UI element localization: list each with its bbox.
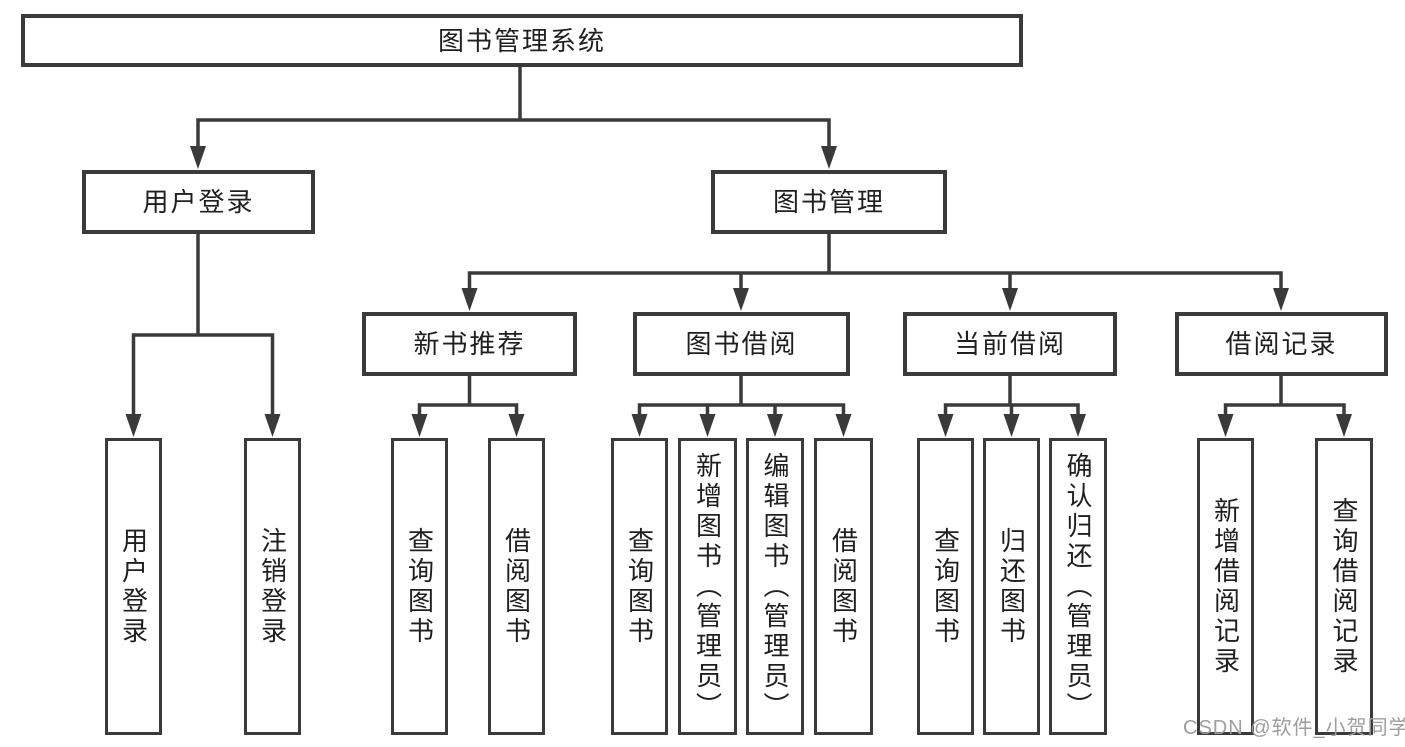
node-book-management: 图书管理: [711, 170, 947, 234]
connector-borrow-records-tree: [1223, 374, 1346, 420]
leaf-label: 注销登录: [257, 526, 288, 647]
node-label: 图书借阅: [685, 329, 798, 359]
leaf-label: 新增借阅记录: [1210, 496, 1241, 677]
node-label: 图书管理: [772, 187, 885, 217]
leaf-label: 借阅图书: [501, 526, 532, 647]
leaf-label: 查询借阅记录: [1329, 496, 1359, 677]
leaf-label: 借阅图书: [828, 526, 859, 647]
leaf-label: 用户登录: [118, 526, 149, 647]
node-current-borrow: 当前借阅: [903, 312, 1117, 376]
leaf-query-books-borrow: 查询图书: [611, 438, 668, 735]
leaf-query-books-recommend: 查询图书: [391, 438, 448, 735]
node-label: 用户登录: [142, 187, 255, 217]
leaf-add-borrow-record: 新增借阅记录: [1197, 438, 1254, 735]
connector-root-to-level2: [196, 65, 831, 152]
leaf-label: 查询图书: [930, 526, 961, 647]
leaf-label: 确认归还（管理员）: [1063, 451, 1093, 722]
leaf-borrow-books: 借阅图书: [814, 438, 873, 735]
connector-new-books-tree: [417, 374, 519, 420]
connector-user-login-tree: [131, 232, 275, 420]
node-new-book-recommend: 新书推荐: [362, 312, 577, 376]
node-library-management-system: 图书管理系统: [21, 14, 1023, 67]
leaf-borrow-books-recommend: 借阅图书: [488, 438, 545, 735]
leaf-confirm-return-admin: 确认归还（管理员）: [1049, 438, 1107, 735]
leaf-label: 查询图书: [404, 526, 435, 647]
leaf-label: 新增图书（管理员）: [692, 451, 723, 722]
leaf-label: 归还图书: [996, 526, 1027, 647]
leaf-edit-book-admin: 编辑图书（管理员）: [746, 438, 804, 735]
node-label: 借阅记录: [1225, 329, 1338, 359]
leaf-query-books-current: 查询图书: [917, 438, 974, 735]
node-book-borrow: 图书借阅: [633, 312, 850, 376]
node-label: 新书推荐: [413, 329, 526, 359]
leaf-add-book-admin: 新增图书（管理员）: [678, 438, 737, 735]
connector-book-borrow-tree: [637, 374, 846, 420]
node-label: 当前借阅: [953, 329, 1066, 359]
leaf-user-login: 用户登录: [105, 438, 162, 735]
arrowhead-icons: [125, 146, 1352, 437]
leaf-query-borrow-record: 查询借阅记录: [1315, 438, 1373, 735]
leaf-label: 查询图书: [624, 526, 655, 647]
leaf-return-book: 归还图书: [983, 438, 1040, 735]
leaf-logout: 注销登录: [244, 438, 301, 735]
connector-current-borrow-tree: [943, 374, 1080, 420]
csdn-watermark: CSDN @软件_小贺同学: [1183, 717, 1405, 739]
node-borrow-records: 借阅记录: [1175, 312, 1388, 376]
node-user-login: 用户登录: [82, 170, 315, 234]
connector-book-management-tree: [467, 232, 1283, 294]
leaf-label: 编辑图书（管理员）: [760, 451, 790, 722]
node-label: 图书管理系统: [437, 25, 606, 56]
